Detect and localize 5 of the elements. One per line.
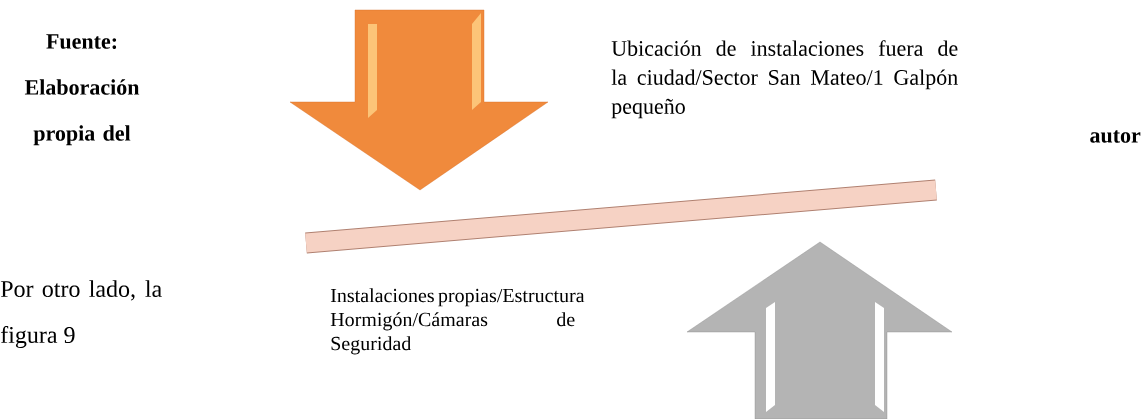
note-text: Ubicación de instalaciones fuera de la ciudad/Sector San Mateo/1 Galpón pequeño xyxy=(611,40,958,119)
body-text: Por otro lado, la figura 9 xyxy=(0,280,162,348)
source-note: autor xyxy=(1090,130,1141,143)
note-text: Instalaciones propias/Estructura Hormigón/Cámaras de Seguridad xyxy=(330,288,585,355)
source-note: Fuente: Elaboración propia del xyxy=(24,34,140,146)
